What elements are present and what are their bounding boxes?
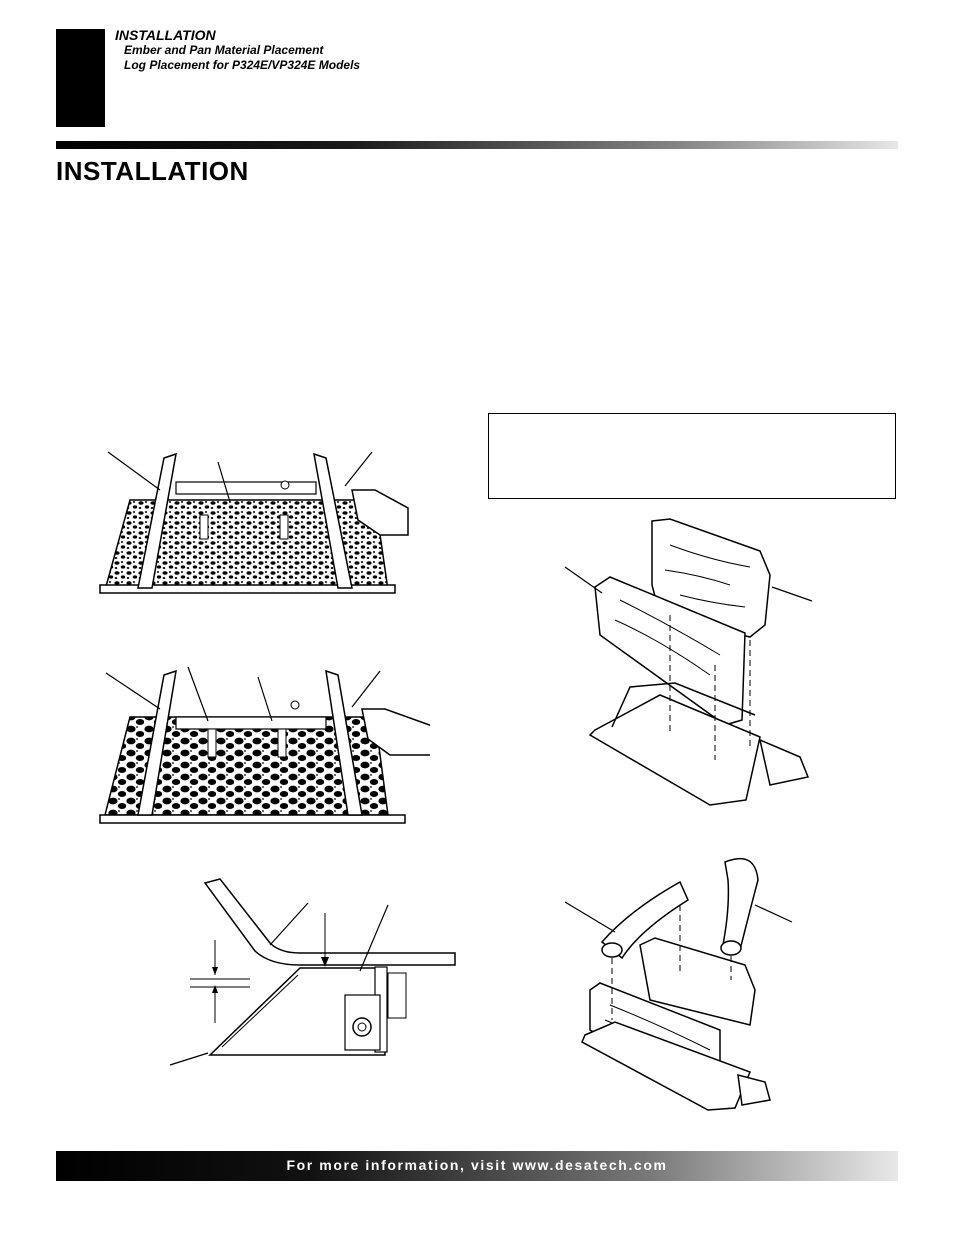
- header-subtitle-2: Log Placement for P324E/VP324E Models: [124, 58, 361, 72]
- section-tab: [56, 29, 105, 127]
- header-subtitle-1: Ember and Pan Material Placement: [124, 43, 324, 57]
- figure-pan-material: [99, 451, 409, 594]
- figure-log-placement-2: [564, 857, 793, 1111]
- notice-box: [488, 413, 896, 499]
- figure-cross-section: [169, 878, 456, 1066]
- footer-info-text: For more information, visit www.desatech…: [286, 1157, 668, 1173]
- footer-bar: For more information, visit www.desatech…: [56, 1151, 898, 1181]
- header-section-label: INSTALLATION: [115, 27, 216, 43]
- figure-ember-placement: [99, 666, 430, 824]
- page-title: INSTALLATION: [56, 156, 249, 186]
- figure-log-placement-1: [564, 518, 813, 806]
- header-gradient-bar: [56, 141, 898, 149]
